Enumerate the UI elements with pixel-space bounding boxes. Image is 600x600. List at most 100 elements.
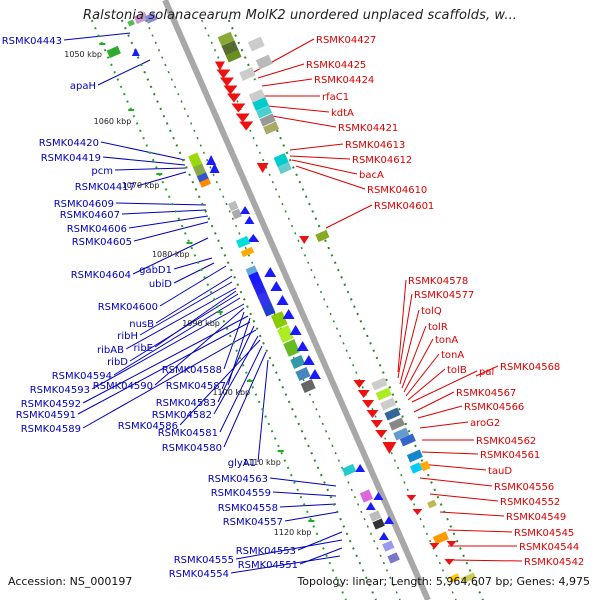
gene-label-right[interactable]: RSMK04556 bbox=[494, 482, 554, 493]
leader-line bbox=[403, 338, 434, 393]
reverse-gene bbox=[366, 410, 379, 418]
gene-label-left[interactable]: RSMK04419 bbox=[41, 153, 101, 164]
gene-block bbox=[262, 303, 276, 317]
gene-label-left[interactable]: ribE bbox=[133, 343, 153, 354]
gene-label-right[interactable]: bacA bbox=[359, 170, 384, 181]
leader-line bbox=[173, 262, 215, 284]
gene-label-left[interactable]: RSMK04593 bbox=[30, 385, 90, 396]
gene-tracks bbox=[90, 0, 484, 600]
gene-label-right[interactable]: RSMK04613 bbox=[345, 140, 405, 151]
gene-label-right[interactable]: RSMK04568 bbox=[500, 362, 560, 373]
forward-gene bbox=[355, 464, 366, 472]
leader-line bbox=[419, 463, 487, 471]
gene-label-right[interactable]: RSMK04425 bbox=[306, 60, 366, 71]
gene-block bbox=[359, 489, 373, 503]
gene-label-left[interactable]: ribH bbox=[117, 331, 138, 342]
gene-label-left[interactable]: RSMK04594 bbox=[52, 371, 112, 382]
gene-label-left[interactable]: RSMK04581 bbox=[158, 428, 218, 439]
leader-line bbox=[219, 345, 263, 433]
gene-label-left[interactable]: RSMK04591 bbox=[16, 410, 76, 421]
leader-line bbox=[173, 257, 213, 270]
gene-label-right[interactable]: RSMK04549 bbox=[506, 512, 566, 523]
gene-label-left[interactable]: glyA1 bbox=[228, 458, 256, 469]
gene-label-right[interactable]: RSMK04421 bbox=[338, 123, 398, 134]
gene-label-right[interactable]: RSMK04561 bbox=[480, 450, 540, 461]
reverse-gene bbox=[429, 543, 440, 549]
gene-label-right[interactable]: rfaC1 bbox=[322, 92, 349, 103]
gene-label-right[interactable]: RSMK04544 bbox=[519, 542, 579, 553]
gene-label-right[interactable]: RSMK04562 bbox=[476, 436, 536, 447]
gene-label-right[interactable]: RSMK04612 bbox=[352, 155, 412, 166]
gene-label-right[interactable]: RSMK04552 bbox=[500, 497, 560, 508]
gene-label-left[interactable]: RSMK04586 bbox=[118, 421, 178, 432]
gene-label-left[interactable]: RSMK04582 bbox=[152, 410, 212, 421]
gene-label-left[interactable]: RSMK04553 bbox=[236, 546, 296, 557]
accession-text: Accession: NS_000197 bbox=[8, 575, 133, 588]
gene-label-left[interactable]: RSMK04587 bbox=[166, 381, 226, 392]
gene-label-right[interactable]: RSMK04578 bbox=[408, 276, 468, 287]
gene-label-left[interactable]: RSMK04554 bbox=[169, 569, 229, 580]
gene-label-right[interactable]: RSMK04542 bbox=[524, 557, 584, 568]
reverse-gene bbox=[256, 163, 269, 173]
gene-label-left[interactable]: gabD1 bbox=[139, 265, 172, 276]
gene-label-right[interactable]: RSMK04610 bbox=[367, 185, 427, 196]
gene-label-left[interactable]: RSMK04609 bbox=[54, 199, 114, 210]
gene-label-right[interactable]: tolQ bbox=[421, 306, 442, 317]
gene-label-left[interactable]: ribAB bbox=[97, 345, 124, 356]
gene-label-left[interactable]: RSMK04604 bbox=[71, 270, 131, 281]
gene-label-left[interactable]: RSMK04590 bbox=[93, 381, 153, 392]
gene-label-right[interactable]: tonA bbox=[435, 335, 458, 346]
gene-label-left[interactable]: pcm bbox=[91, 166, 113, 177]
gene-label-right[interactable]: aroG2 bbox=[470, 418, 500, 429]
forward-gene bbox=[247, 234, 260, 242]
gene-label-left[interactable]: RSMK04420 bbox=[39, 138, 99, 149]
gene-label-left[interactable]: RSMK04417 bbox=[75, 182, 135, 193]
gene-block bbox=[372, 518, 385, 530]
gene-label-left[interactable]: RSMK04559 bbox=[211, 488, 271, 499]
gene-label-left[interactable]: RSMK04605 bbox=[72, 237, 132, 248]
gene-label-left[interactable]: RSMK04600 bbox=[98, 302, 158, 313]
leader-line bbox=[230, 555, 341, 574]
gene-label-right[interactable]: tolR bbox=[428, 322, 448, 333]
gene-label-right[interactable]: RSMK04566 bbox=[464, 402, 524, 413]
gene-label-right[interactable]: RSMK04567 bbox=[456, 388, 516, 399]
gene-label-right[interactable]: RSMK04545 bbox=[514, 528, 574, 539]
gene-label-left[interactable]: RSMK04607 bbox=[60, 210, 120, 221]
gene-block bbox=[259, 113, 276, 127]
gene-label-left[interactable]: RSMK04551 bbox=[238, 560, 298, 571]
gene-block bbox=[277, 325, 294, 343]
gene-label-left[interactable]: RSMK04583 bbox=[156, 398, 216, 409]
gene-label-right[interactable]: tauD bbox=[488, 466, 512, 477]
gene-block bbox=[231, 208, 243, 220]
gene-label-right[interactable]: RSMK04577 bbox=[414, 290, 474, 301]
gene-label-right[interactable]: tolB bbox=[447, 365, 467, 376]
gene-label-right[interactable]: RSMK04601 bbox=[374, 201, 434, 212]
reverse-gene bbox=[223, 85, 238, 95]
gene-label-right[interactable]: kdtA bbox=[331, 108, 354, 119]
gene-label-left[interactable]: RSMK04589 bbox=[21, 424, 81, 435]
gene-label-right[interactable]: RSMK04427 bbox=[316, 35, 376, 46]
ruler-label: 1050 kbp bbox=[64, 50, 102, 59]
leader-line bbox=[419, 421, 469, 429]
gene-label-left[interactable]: RSMK04555 bbox=[174, 555, 234, 566]
gene-label-left[interactable]: ribD bbox=[107, 357, 128, 368]
gene-label-right[interactable]: tonA bbox=[441, 350, 464, 361]
gene-label-left[interactable]: RSMK04580 bbox=[162, 443, 222, 454]
ruler-label: 1070 kbp bbox=[122, 181, 160, 190]
gene-label-right[interactable]: pal bbox=[479, 367, 494, 378]
gene-label-left[interactable]: RSMK04443 bbox=[2, 36, 62, 47]
gene-label-left[interactable]: ubiD bbox=[149, 279, 172, 290]
gene-label-left[interactable]: RSMK04557 bbox=[223, 517, 283, 528]
gene-label-left[interactable]: nusB bbox=[129, 319, 154, 330]
gene-block bbox=[133, 11, 148, 25]
gene-label-left[interactable]: RSMK04588 bbox=[162, 365, 222, 376]
gene-label-left[interactable]: RSMK04563 bbox=[208, 474, 268, 485]
leader-line bbox=[223, 351, 267, 448]
leader-line bbox=[399, 309, 420, 385]
gene-label-left[interactable]: RSMK04592 bbox=[21, 399, 81, 410]
gene-block bbox=[188, 152, 203, 168]
gene-label-left[interactable]: apaH bbox=[70, 81, 96, 92]
gene-label-right[interactable]: RSMK04424 bbox=[314, 75, 374, 86]
gene-label-left[interactable]: RSMK04558 bbox=[218, 503, 278, 514]
gene-label-left[interactable]: RSMK04606 bbox=[67, 224, 127, 235]
